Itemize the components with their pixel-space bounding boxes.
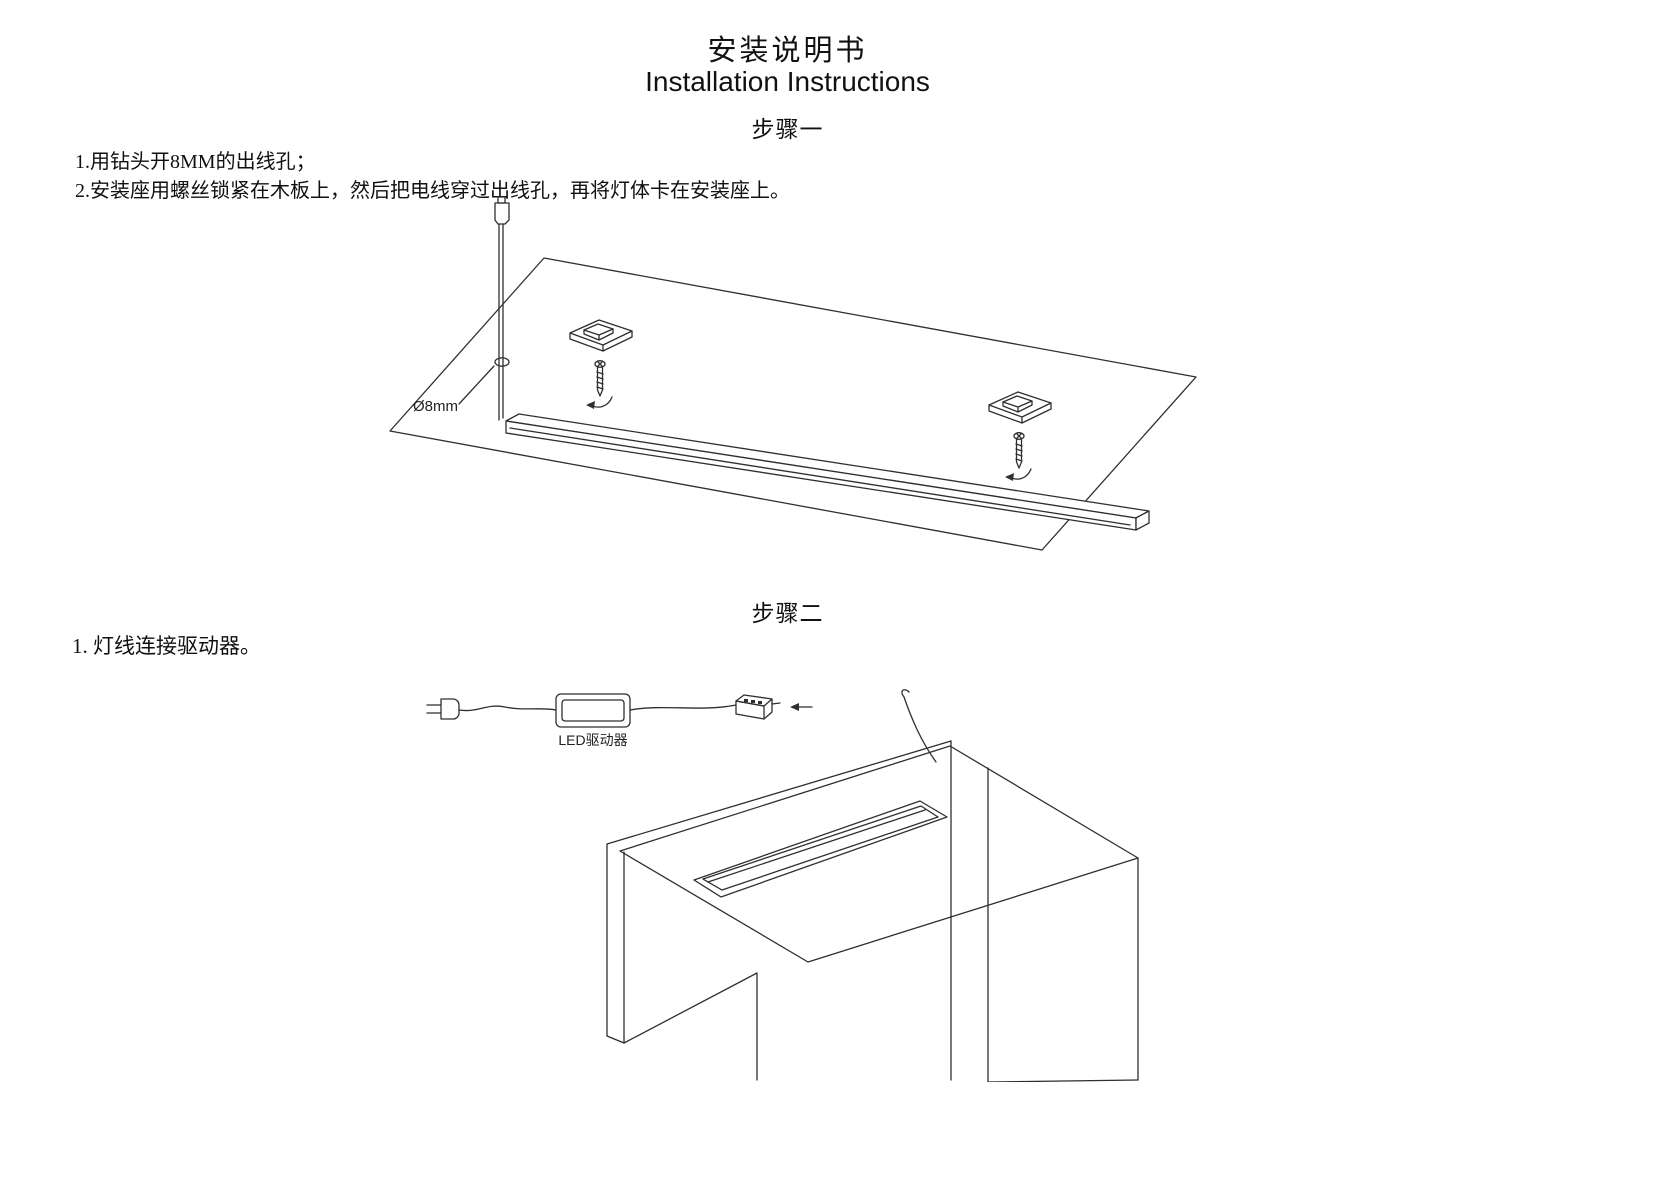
power-cable	[494, 196, 510, 421]
step1-instruction-2: 2.安装座用螺丝锁紧在木板上，然后把电线穿过出线孔，再将灯体卡在安装座上。	[75, 180, 790, 202]
page-title-en: Installation Instructions	[645, 66, 930, 97]
led-driver-label: LED驱动器	[558, 732, 627, 748]
page-title-cn: 安装说明书	[707, 35, 868, 67]
step1-diagram: Ø8mm	[389, 196, 1197, 551]
drill-hole	[458, 357, 510, 405]
step1-heading: 步骤一	[751, 116, 824, 142]
step2-instruction-1: 1. 灯线连接驱动器。	[72, 634, 261, 658]
step2-diagram: LED驱动器	[426, 689, 1139, 1082]
power-plug	[426, 698, 460, 720]
cabinet	[606, 740, 1139, 1082]
cable-connector	[735, 694, 781, 720]
direction-arrow	[790, 703, 813, 711]
board-panel	[389, 257, 1197, 551]
step1-instruction-1: 1.用钻头开8MM的出线孔；	[75, 151, 316, 173]
step2-heading: 步骤二	[751, 600, 824, 626]
led-driver	[555, 693, 631, 728]
hole-diameter-label: Ø8mm	[413, 398, 458, 415]
lamp-cable	[901, 689, 937, 763]
power-cord	[458, 705, 557, 712]
cabinet-light-bar	[693, 800, 948, 898]
mounting-clip-and-screw	[569, 319, 633, 409]
light-bar	[505, 413, 1150, 531]
driver-output-cord	[629, 704, 737, 711]
